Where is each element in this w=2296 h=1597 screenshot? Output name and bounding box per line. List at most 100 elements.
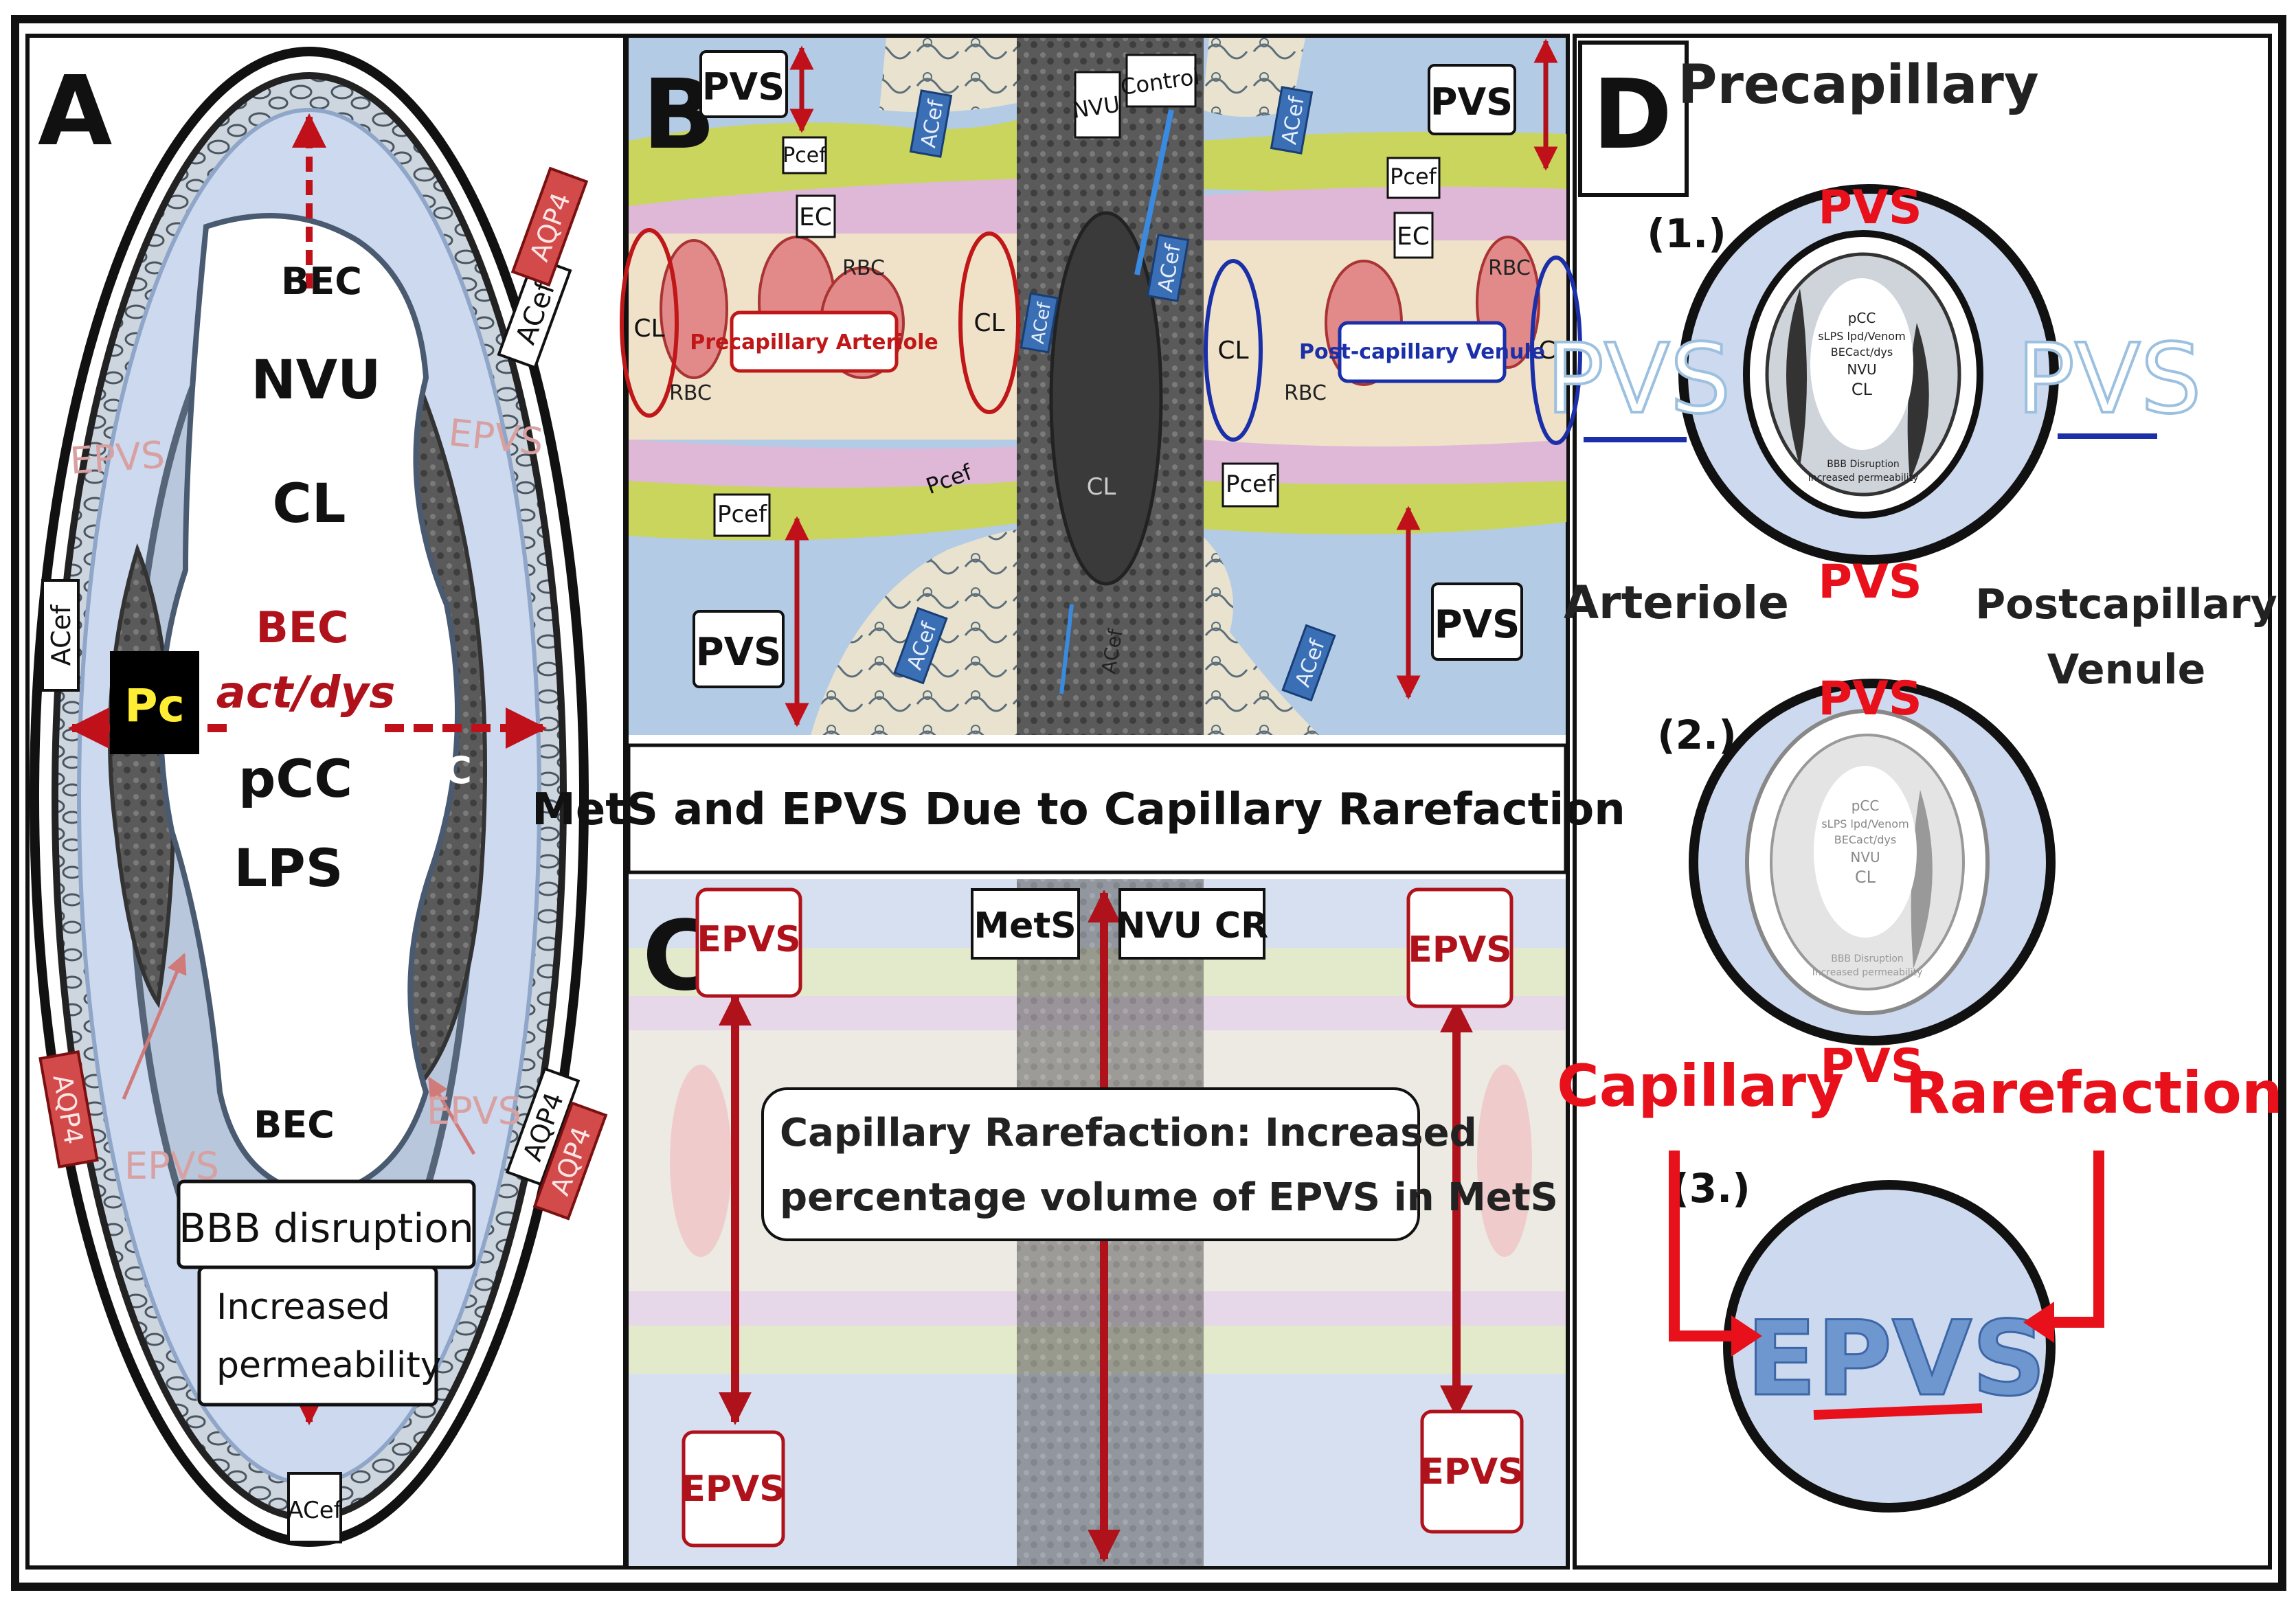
mini-1-nvu: NVU bbox=[1847, 361, 1876, 378]
svg-text:EC: EC bbox=[799, 203, 832, 231]
mini-1-lps: sLPS lpd/Venom bbox=[1818, 330, 1905, 343]
pcef-label-5: Pcef bbox=[1222, 462, 1279, 508]
label-epvs-right: EPVS bbox=[447, 411, 545, 464]
epvs-box-tr: EPVS bbox=[1406, 887, 1513, 1008]
capillary-arrow bbox=[1669, 1151, 1731, 1341]
pvs-box-bl: PVS bbox=[693, 610, 785, 688]
svg-text:Pcef: Pcef bbox=[717, 501, 767, 528]
label-epvs-left: EPVS bbox=[69, 433, 166, 482]
step-3: (3.) bbox=[1671, 1165, 1750, 1212]
svg-text:Pcef: Pcef bbox=[783, 144, 827, 168]
label-cl: CL bbox=[273, 473, 346, 535]
nvu-b-box: NVU bbox=[1071, 71, 1121, 139]
svg-text:Capillary Rarefaction: Increas: Capillary Rarefaction: Increased bbox=[780, 1111, 1477, 1155]
label-bec-mid: BEC bbox=[256, 602, 348, 653]
panel-b-bottom-tissue-right bbox=[1202, 536, 1319, 735]
svg-text:EPVS: EPVS bbox=[681, 1469, 785, 1510]
mini-1-bbb: BBB Disruption bbox=[1827, 459, 1900, 470]
mets-box: MetS bbox=[971, 888, 1080, 960]
capillary-label: Capillary bbox=[1557, 1052, 1844, 1120]
epvs-box-tl: EPVS bbox=[695, 887, 802, 998]
label-nvu: NVU bbox=[251, 350, 381, 411]
increased-permeability-box: Increased permeability bbox=[197, 1265, 442, 1407]
cl-b-4: CL bbox=[1217, 337, 1248, 365]
circle-1-lumen bbox=[1810, 278, 1913, 450]
rarefaction-label: Rarefaction bbox=[1905, 1059, 2282, 1126]
precapillary-label: Precapillary bbox=[1678, 54, 2038, 116]
mini-1-pcc: pCC bbox=[1848, 310, 1876, 326]
svg-text:PVS: PVS bbox=[696, 630, 782, 675]
svg-text:EC: EC bbox=[1397, 223, 1430, 251]
pc-box bbox=[110, 651, 199, 754]
vessel-pink-bottom-right bbox=[1202, 440, 1566, 484]
panel-c: C EPVS EPVS EPVS EPVS MetS NVU CR Capill… bbox=[629, 879, 1566, 1566]
capillary-rarefaction-callout: Capillary Rarefaction: Increased percent… bbox=[761, 1087, 1558, 1241]
svg-text:percentage volume of EPVS in M: percentage volume of EPVS in MetS bbox=[780, 1175, 1558, 1220]
mini-1-perm: Increased permeability bbox=[1808, 473, 1919, 484]
panel-d-letter-box: D bbox=[1578, 41, 1689, 197]
svg-text:PVS: PVS bbox=[1430, 80, 1513, 124]
vessel-pink-top-right bbox=[1202, 186, 1566, 247]
pvs-d-right: PVS bbox=[2016, 324, 2201, 435]
panel-b: B PVS PVS PVS PVS Pcef Pcef Pcef Pcef Pc… bbox=[620, 38, 1582, 735]
cl-ring-right-2 bbox=[1530, 256, 1582, 445]
label-act-dys: act/dys bbox=[216, 668, 396, 718]
pvs-d-1-top: PVS bbox=[1818, 181, 1922, 235]
panel-a-letter: A bbox=[38, 56, 112, 168]
ec-label-1: EC bbox=[796, 194, 836, 238]
mini-1-cl: CL bbox=[1852, 380, 1873, 399]
mini-2-nvu: NVU bbox=[1850, 849, 1880, 865]
svg-text:Increased: Increased bbox=[216, 1287, 390, 1328]
arteriole-label: Arteriole bbox=[1564, 576, 1789, 629]
svg-text:EPVS: EPVS bbox=[1408, 929, 1511, 971]
acef-left: ACef bbox=[41, 579, 80, 692]
svg-text:PVS: PVS bbox=[702, 65, 785, 109]
vessel-pink-bottom-left bbox=[629, 440, 1027, 488]
ec-label-2: EC bbox=[1393, 212, 1434, 259]
cl-ring-right-1 bbox=[1204, 259, 1263, 442]
label-pcc: pCC bbox=[238, 748, 352, 809]
pvs-d-2-bottom: PVS bbox=[1820, 1039, 1924, 1094]
svg-text:Precapillary Arteriole: Precapillary Arteriole bbox=[690, 330, 938, 354]
pvs-box-br: PVS bbox=[1431, 582, 1523, 661]
nvu-cr-box: NVU CR bbox=[1116, 888, 1268, 960]
panel-a: A BEC NVU CL BEC act/dys Pc pCC LPS BEC … bbox=[30, 47, 608, 1547]
pvs-d-1-bottom: PVS bbox=[1818, 555, 1922, 609]
acef-b-5: ACef bbox=[1146, 234, 1190, 302]
circle-2-nucleus bbox=[1911, 790, 1933, 969]
svg-text:EPVS: EPVS bbox=[697, 919, 800, 960]
pvs-box-tr: PVS bbox=[1428, 64, 1516, 135]
cl-b-5: CL bbox=[1538, 337, 1569, 365]
pcef-label-4: Pcef bbox=[1386, 157, 1441, 199]
epvs-big: EPVS bbox=[1746, 1300, 2047, 1419]
mini-2-bbb: BBB Disruption bbox=[1831, 953, 1904, 964]
mini-2-bec: BECact/dys bbox=[1834, 833, 1896, 846]
panel-b-top-tissue bbox=[879, 38, 1024, 113]
cl-ring-left-2 bbox=[958, 231, 1020, 414]
step-1: (1.) bbox=[1647, 210, 1726, 257]
label-bec-top: BEC bbox=[281, 260, 362, 303]
epvs-box-bl: EPVS bbox=[681, 1430, 785, 1548]
circle-1-nucleus bbox=[1786, 288, 1807, 467]
panel-b-blue-pointer bbox=[1134, 109, 1174, 275]
svg-text:D: D bbox=[1592, 59, 1672, 171]
control-box: Control bbox=[1119, 54, 1201, 108]
cl-b-3: CL bbox=[1087, 473, 1116, 501]
svg-text:PVS: PVS bbox=[1434, 602, 1520, 647]
panel-d: D Precapillary pCC sLPS lpd/Venom BECact… bbox=[1544, 41, 2283, 1513]
cl-b-1: CL bbox=[633, 315, 664, 343]
acef-bottom: ACef bbox=[287, 1472, 343, 1543]
rbc-b-2: RBC bbox=[842, 256, 885, 280]
rarefaction-arrowhead bbox=[2023, 1302, 2054, 1343]
pvs-d-left: PVS bbox=[1546, 324, 1731, 435]
label-bec-n-1: BEC bbox=[391, 749, 472, 792]
svg-text:NVU CR: NVU CR bbox=[1116, 905, 1268, 947]
mini-2-cl: CL bbox=[1855, 868, 1876, 887]
mini-2-pcc: pCC bbox=[1852, 797, 1880, 814]
panel-b-em-lumen bbox=[1049, 211, 1163, 586]
svg-text:EPVS: EPVS bbox=[1419, 1451, 1523, 1493]
epvs-box-br: EPVS bbox=[1419, 1409, 1524, 1534]
mini-2-lps: sLPS lpd/Venom bbox=[1821, 817, 1909, 830]
caption-text: MetS and EPVS Due to Capillary Rarefacti… bbox=[532, 784, 1625, 835]
